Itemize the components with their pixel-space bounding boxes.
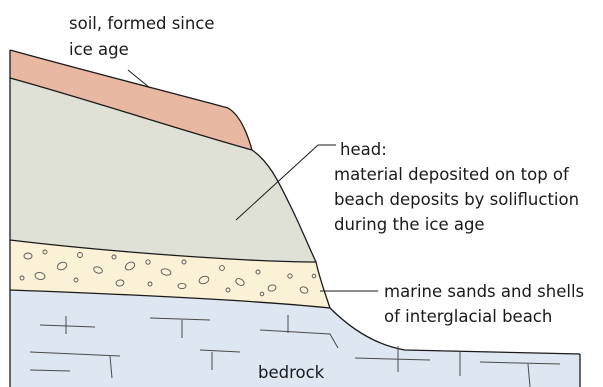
head-label-line3: beach deposits by solifluction xyxy=(334,190,579,209)
bedrock-label: bedrock xyxy=(258,363,325,382)
soil-label-line1: soil, formed since xyxy=(69,14,215,33)
head-label-line1: head: xyxy=(340,140,387,159)
head-label-line2: material deposited on top of xyxy=(334,165,570,184)
marine-label-line1: marine sands and shells xyxy=(384,282,584,301)
soil-label-line2: ice age xyxy=(69,40,129,59)
marine-label-line2: of interglacial beach xyxy=(384,307,552,326)
head-label-line4: during the ice age xyxy=(334,215,485,234)
